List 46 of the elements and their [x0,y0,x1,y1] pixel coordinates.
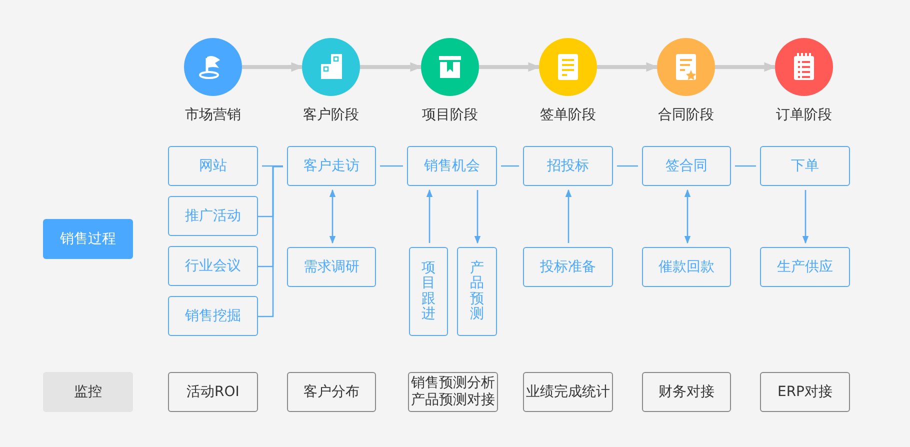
process-box: 下单 [760,146,850,186]
arrow [597,62,658,72]
process-box: 客户走访 [287,146,376,186]
section-label: 销售过程 [43,219,133,259]
process-box: 行业会议 [168,246,258,286]
process-box: 项目跟进 [409,247,448,336]
process-box: 推广活动 [168,196,258,236]
monitor-box: 客户分布 [287,372,376,412]
arrow [474,190,481,244]
connector-line [735,165,756,167]
arrow [565,189,572,243]
monitor-box: 业绩完成统计 [523,372,613,412]
monitor-box: 活动ROI [168,372,258,412]
process-box: 签合同 [642,146,731,186]
arrow [715,62,776,72]
section-label: 监控 [43,372,133,412]
arrow [242,62,304,72]
stage-label: 合同阶段 [658,106,714,124]
monitor-box: ERP对接 [760,372,850,412]
stage-label: 市场营销 [185,106,241,124]
connector-line [380,165,403,167]
process-box: 投标准备 [523,247,613,287]
arrow [684,189,691,244]
process-box: 销售机会 [407,146,497,186]
process-box: 网站 [168,146,258,186]
process-box: 需求调研 [287,247,376,287]
arrow [360,62,422,72]
stage-label: 订单阶段 [776,106,832,124]
arrow [329,189,336,244]
process-box: 销售挖掘 [168,296,258,336]
connector-line [617,165,638,167]
connector-line [262,165,283,167]
stage-label: 客户阶段 [303,106,359,124]
monitor-box: 财务对接 [642,372,731,412]
monitor-box: 销售预测分析 产品预测对接 [408,372,498,412]
arrow [426,189,433,243]
process-box: 生产供应 [760,247,850,287]
arrow [479,62,540,72]
stage-label: 签单阶段 [540,106,596,124]
process-box: 招投标 [523,146,613,186]
connector-line [501,165,519,167]
stage-label: 项目阶段 [422,106,478,124]
process-box: 产品预测 [457,247,497,336]
arrow [802,190,809,244]
connector-line [258,166,283,318]
process-box: 催款回款 [642,247,731,287]
